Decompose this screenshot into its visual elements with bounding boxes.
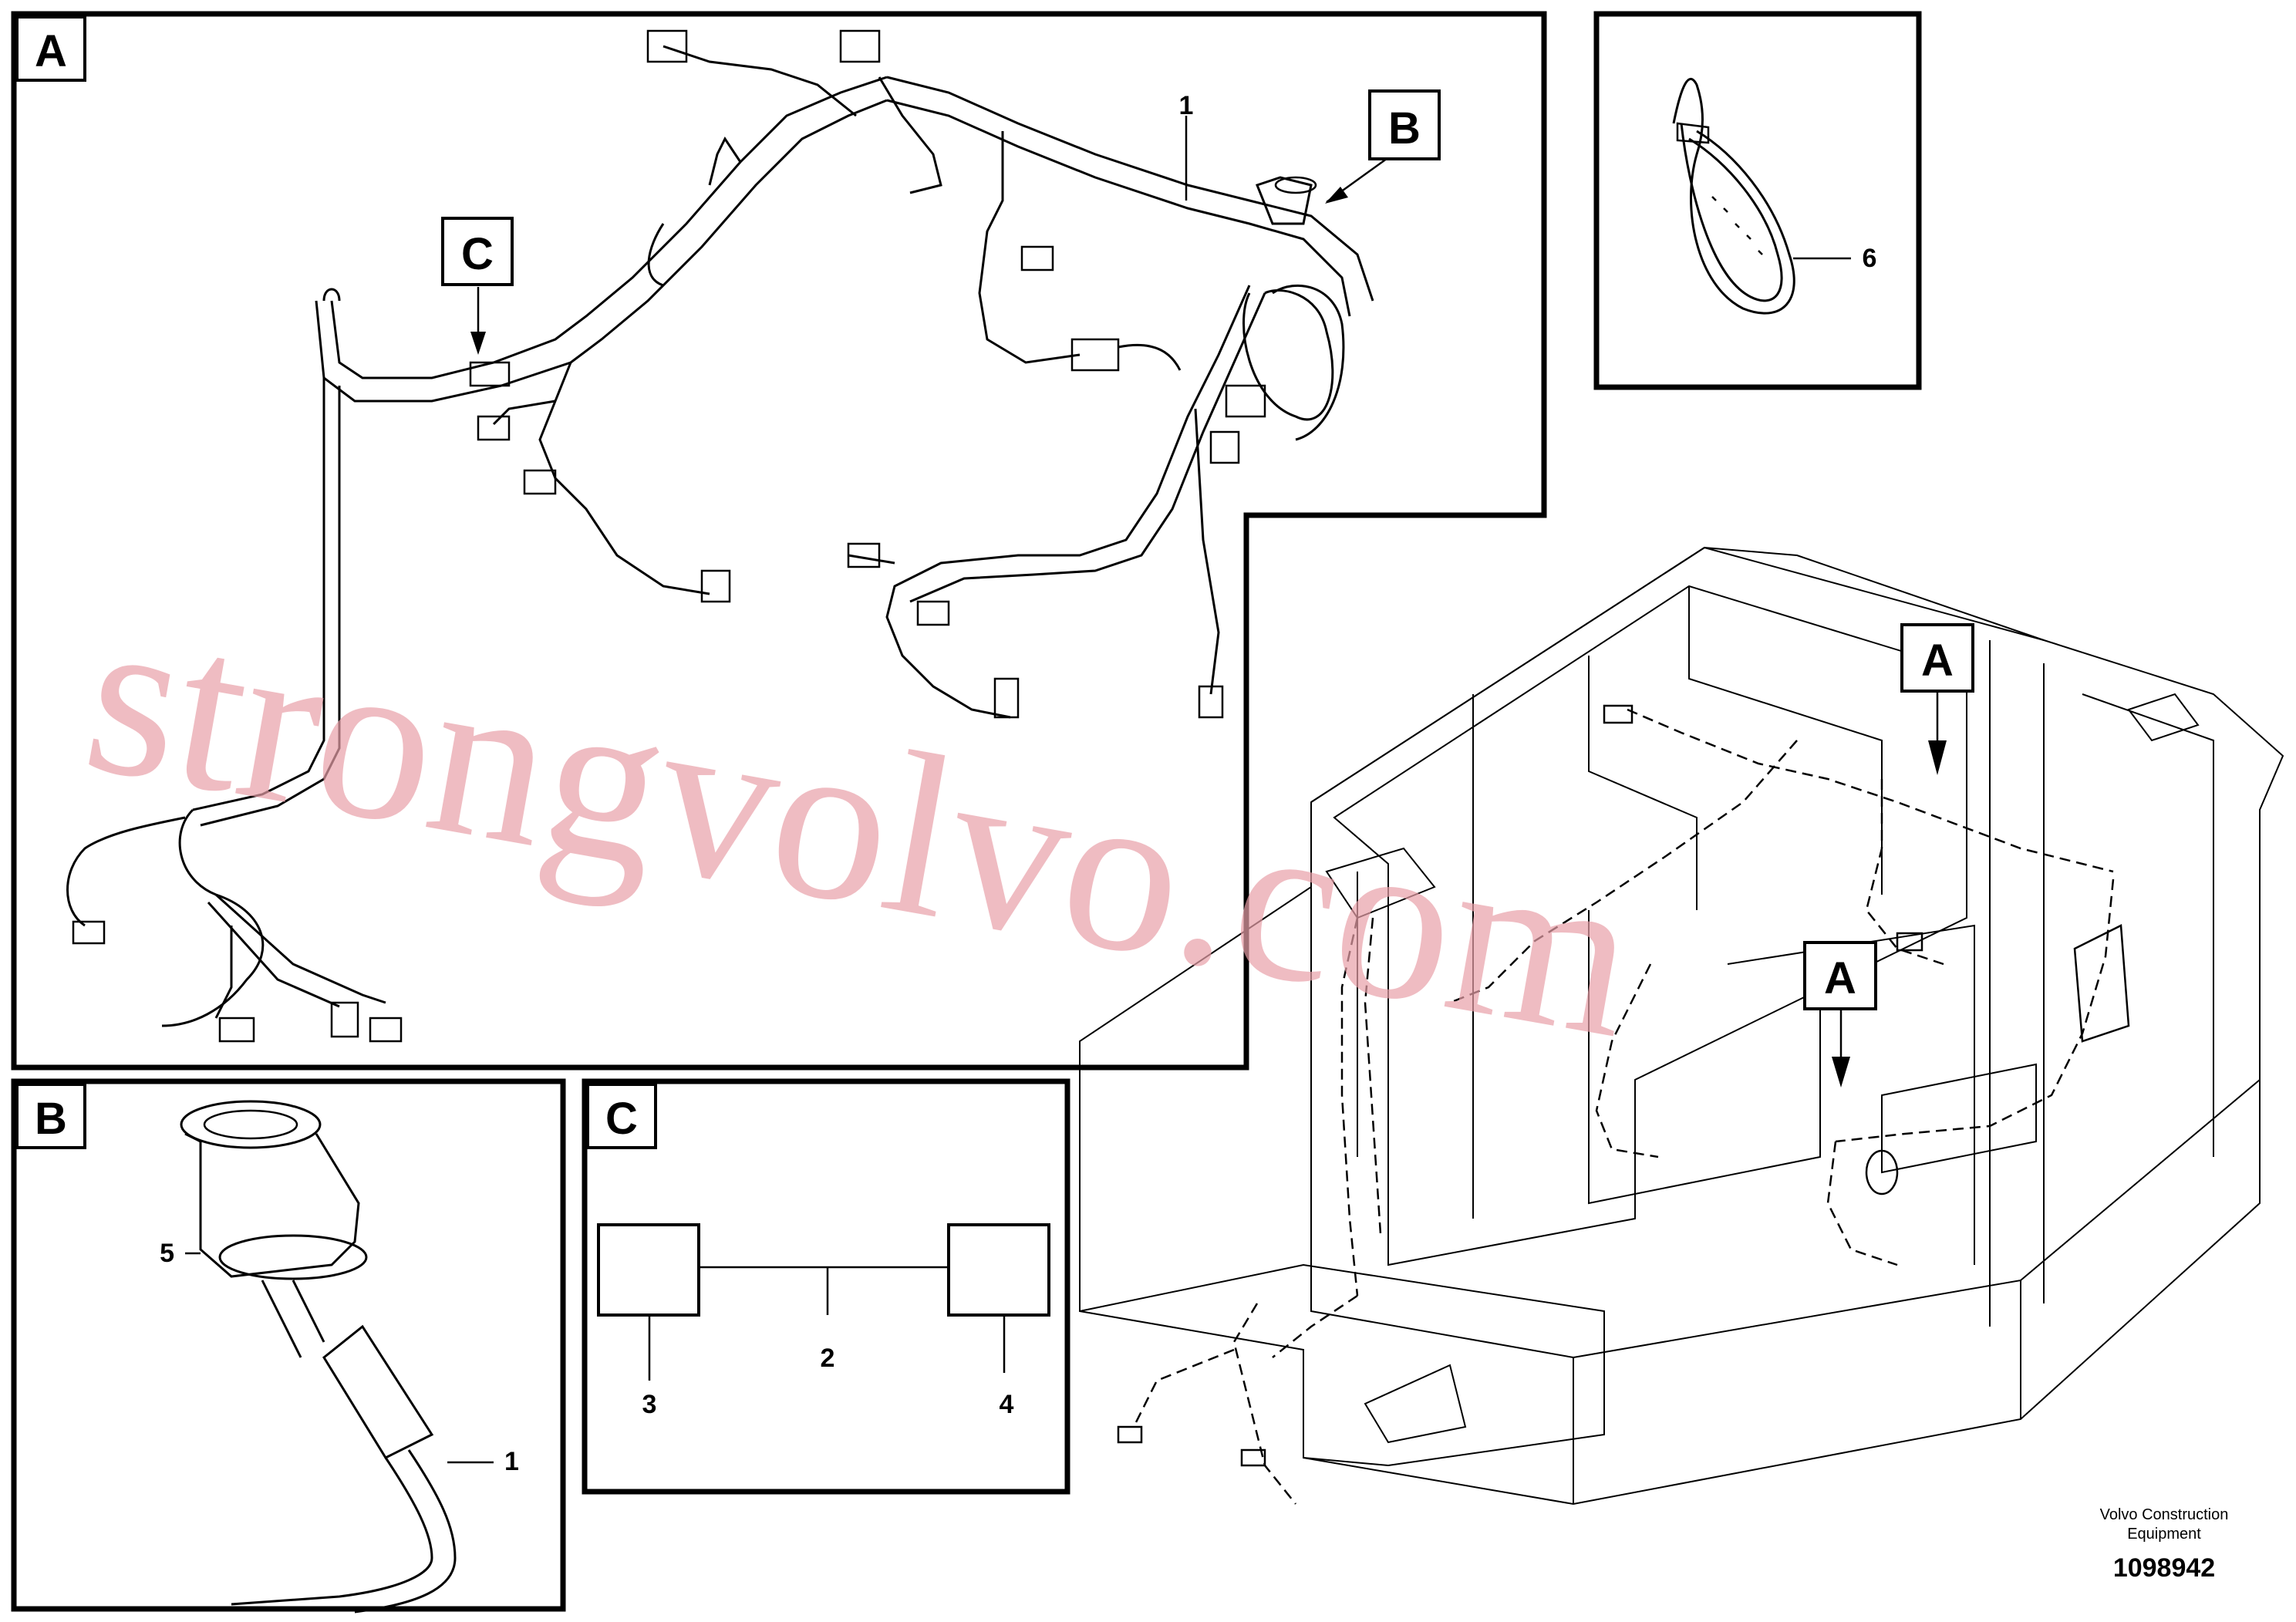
panel-a-c-callout-box xyxy=(441,217,514,286)
overview-a2-callout-box xyxy=(1803,941,1877,1010)
panel-c-item-2: 2 xyxy=(821,1344,835,1373)
panel-a-b-callout-box xyxy=(1368,89,1441,160)
panel-b-tag: B xyxy=(35,1094,67,1144)
drawing-number: 1098942 xyxy=(2113,1553,2215,1583)
panel-a: A xyxy=(11,11,1547,1071)
overview-a1-callout-box xyxy=(1900,623,1974,693)
panel-b: B 5 1 xyxy=(11,1078,566,1614)
panel-a-b-arrow xyxy=(1325,187,1348,204)
overview-a1-callout: A xyxy=(1921,636,1954,686)
watermark: strongvolvo.com xyxy=(70,563,1653,1087)
panel-c-item-3: 3 xyxy=(642,1390,657,1419)
panel-b-item-5: 5 xyxy=(160,1239,174,1268)
footer: Volvo Construction Equipment 1098942 xyxy=(2100,1506,2229,1583)
panel-a-tag-box xyxy=(15,15,86,82)
company-name-line2: Equipment xyxy=(2127,1526,2201,1543)
connector-3-box xyxy=(597,1223,700,1317)
panel-c-item-4: 4 xyxy=(1000,1390,1014,1419)
company-name-line1: Volvo Construction xyxy=(2100,1506,2229,1523)
panel-c-tag: C xyxy=(605,1094,638,1144)
overview-callouts: A A xyxy=(1803,623,1974,1088)
panel-b-tag-box xyxy=(15,1083,86,1149)
main-harness-drawing xyxy=(66,29,1374,1043)
connector-4-box xyxy=(947,1223,1050,1317)
panel-c: C 2 3 4 xyxy=(582,1078,1070,1495)
cable-tie-drawing xyxy=(1672,78,1795,315)
panel-a-item-1: 1 xyxy=(1179,91,1194,120)
panel-cable-tie: 6 xyxy=(1593,11,1922,390)
panel-a-c-callout: C xyxy=(461,229,494,279)
grommet-drawing xyxy=(180,1100,457,1614)
panel-b-item-1: 1 xyxy=(504,1447,519,1476)
panel-a-b-callout: B xyxy=(1388,103,1421,153)
cab-overview-drawing xyxy=(1079,546,2284,1506)
overview-a2-callout: A xyxy=(1824,953,1856,1003)
tie-item-6: 6 xyxy=(1863,244,1877,273)
panel-a-c-arrow xyxy=(470,332,486,355)
panel-a-tag: A xyxy=(35,26,67,76)
panel-c-tag-box xyxy=(586,1083,657,1149)
